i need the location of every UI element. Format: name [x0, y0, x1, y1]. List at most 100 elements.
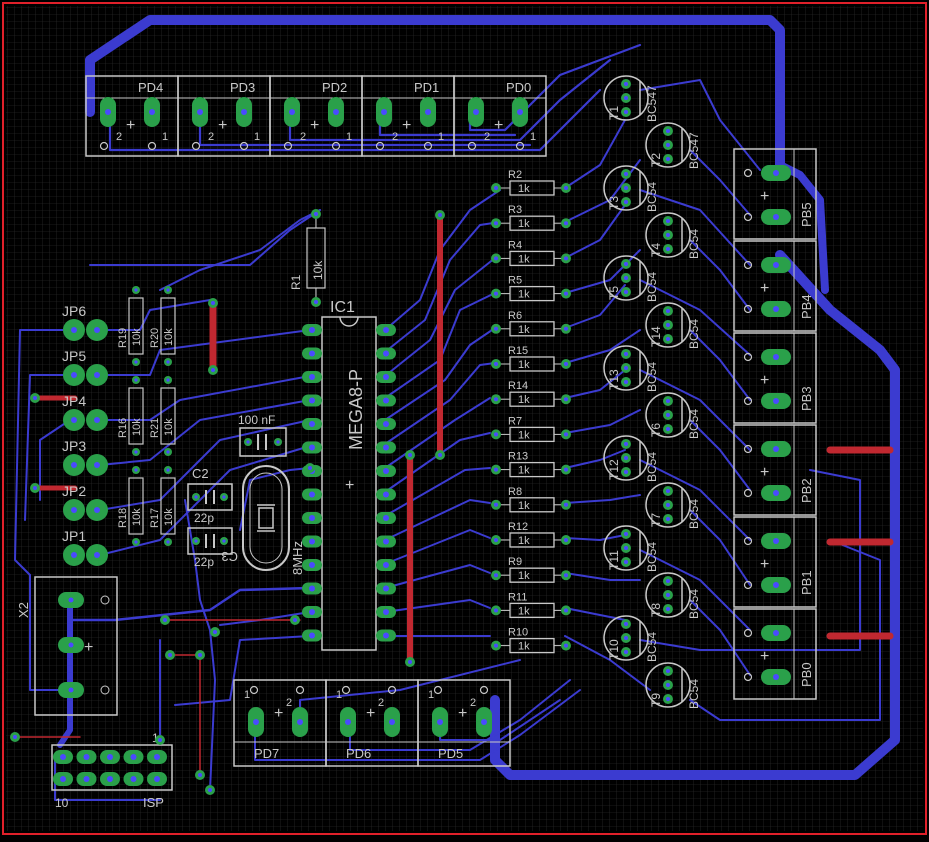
- header-label-pd2: PD2: [322, 80, 347, 95]
- header-pin2-label: 2: [470, 697, 476, 709]
- jumper-label-jp6: JP6: [62, 303, 86, 319]
- header-plus: +: [126, 117, 135, 134]
- resistor-ref-r5: R5: [508, 275, 522, 287]
- pullup-value-r19: 10k: [131, 328, 143, 346]
- header-label-pb2: PB2: [799, 478, 814, 503]
- transistor-ref: T7: [649, 513, 663, 527]
- transistor-type: BC547: [645, 85, 659, 122]
- resistor-value-r8: 1k: [518, 500, 530, 512]
- pullup-value-r20: 10k: [163, 328, 175, 346]
- resistor-ref-r3: R3: [508, 204, 522, 216]
- pullup-r20: [160, 297, 176, 355]
- header-pin1-label: 1: [254, 131, 260, 143]
- ic1-center-mark: +: [345, 477, 354, 494]
- header-pd5: [417, 679, 511, 767]
- transistor-type: BC54: [645, 452, 659, 482]
- jumper-label-jp3: JP3: [62, 438, 86, 454]
- header-plus: +: [760, 464, 769, 481]
- c100-label: 100 nF: [238, 413, 275, 427]
- pullup-ref-r19: R19: [117, 328, 129, 348]
- transistor-type: BC54: [687, 409, 701, 439]
- resistor-value-r13: 1k: [518, 465, 530, 477]
- header-pin2-label: 2: [208, 131, 214, 143]
- transistor-ref: T10: [607, 639, 621, 660]
- header-label-pd7: PD7: [254, 746, 279, 761]
- pullup-r21: [160, 387, 176, 445]
- header-label-pb1: PB1: [799, 570, 814, 595]
- resistor-ref-r11: R11: [508, 591, 527, 603]
- transistor-type: BC54: [687, 319, 701, 349]
- transistor-ref: T2: [649, 153, 663, 167]
- header-pin2-label: 2: [484, 131, 490, 143]
- transistor-ref: T12: [607, 459, 621, 480]
- header-plus: +: [494, 117, 503, 134]
- pullup-value-r21: 10k: [163, 418, 175, 436]
- header-pb5: [733, 148, 817, 240]
- resistor-ref-r6: R6: [508, 310, 522, 322]
- transistor-type: BC54: [645, 542, 659, 572]
- r1: R1 10k: [289, 209, 326, 307]
- transistor-type: BC54: [645, 182, 659, 212]
- transistor-ref: T3: [607, 196, 621, 210]
- header-label-pb5: PB5: [799, 202, 814, 227]
- resistor-ref-r2: R2: [508, 169, 522, 181]
- resistor-value-r3: 1k: [518, 218, 530, 230]
- capacitor-c3: 22p C3: [187, 527, 238, 569]
- jumper-label-jp5: JP5: [62, 348, 86, 364]
- pullup-ref-r16: R16: [117, 418, 129, 438]
- header-pb0: [733, 608, 817, 700]
- x2-plus: +: [84, 639, 93, 656]
- header-pin2-label: 2: [392, 131, 398, 143]
- resistor-ref-r8: R8: [508, 486, 522, 498]
- transistor-type: BC54: [645, 632, 659, 662]
- pullup-ref-r18: R18: [117, 508, 129, 528]
- header-plus: +: [458, 705, 467, 722]
- header-label-pd4: PD4: [138, 80, 163, 95]
- header-plus: +: [760, 188, 769, 205]
- resistor-value-r12: 1k: [518, 535, 530, 547]
- header-pin2-label: 2: [116, 131, 122, 143]
- header-pin2-label: 2: [286, 697, 292, 709]
- header-plus: +: [218, 117, 227, 134]
- resistor-value-r9: 1k: [518, 570, 530, 582]
- transistor-t12: T12 BC54: [603, 435, 659, 482]
- jumper-label-jp1: JP1: [62, 528, 86, 544]
- crystal-label: 8MHz: [290, 541, 305, 575]
- c3-value: 22p: [194, 555, 214, 569]
- board-grid: [6, 6, 923, 831]
- header-label-pb4: PB4: [799, 294, 814, 319]
- header-pin1-label: 1: [346, 131, 352, 143]
- x2-ref: X2: [16, 602, 31, 618]
- ic1-package: IC1 MEGA8-P +: [302, 299, 396, 651]
- pullup-r19: [128, 297, 144, 355]
- ic1-pins: [302, 324, 396, 642]
- header-label-pd3: PD3: [230, 80, 255, 95]
- resistor-value-r14: 1k: [518, 394, 530, 406]
- transistor-t3: T3 BC54: [603, 165, 659, 212]
- r1-ref: R1: [289, 274, 303, 290]
- ic1-part: MEGA8-P: [346, 369, 366, 450]
- transistor-ref: T5: [607, 286, 621, 300]
- transistor-ref: T8: [649, 603, 663, 617]
- resistor-ref-r12: R12: [508, 521, 528, 533]
- header-plus: +: [760, 280, 769, 297]
- transistor-ref: T13: [607, 369, 621, 390]
- isp-pin10: 10: [55, 796, 69, 810]
- resistor-column: R21kR31kR41kR51kR61kR151kR141kR71kR131kR…: [491, 169, 571, 654]
- r1-value: 10k: [311, 260, 325, 280]
- resistor-ref-r7: R7: [508, 415, 522, 427]
- header-pin1-label: 1: [336, 689, 342, 701]
- header-label-pd0: PD0: [506, 80, 531, 95]
- header-pb2: [733, 424, 817, 516]
